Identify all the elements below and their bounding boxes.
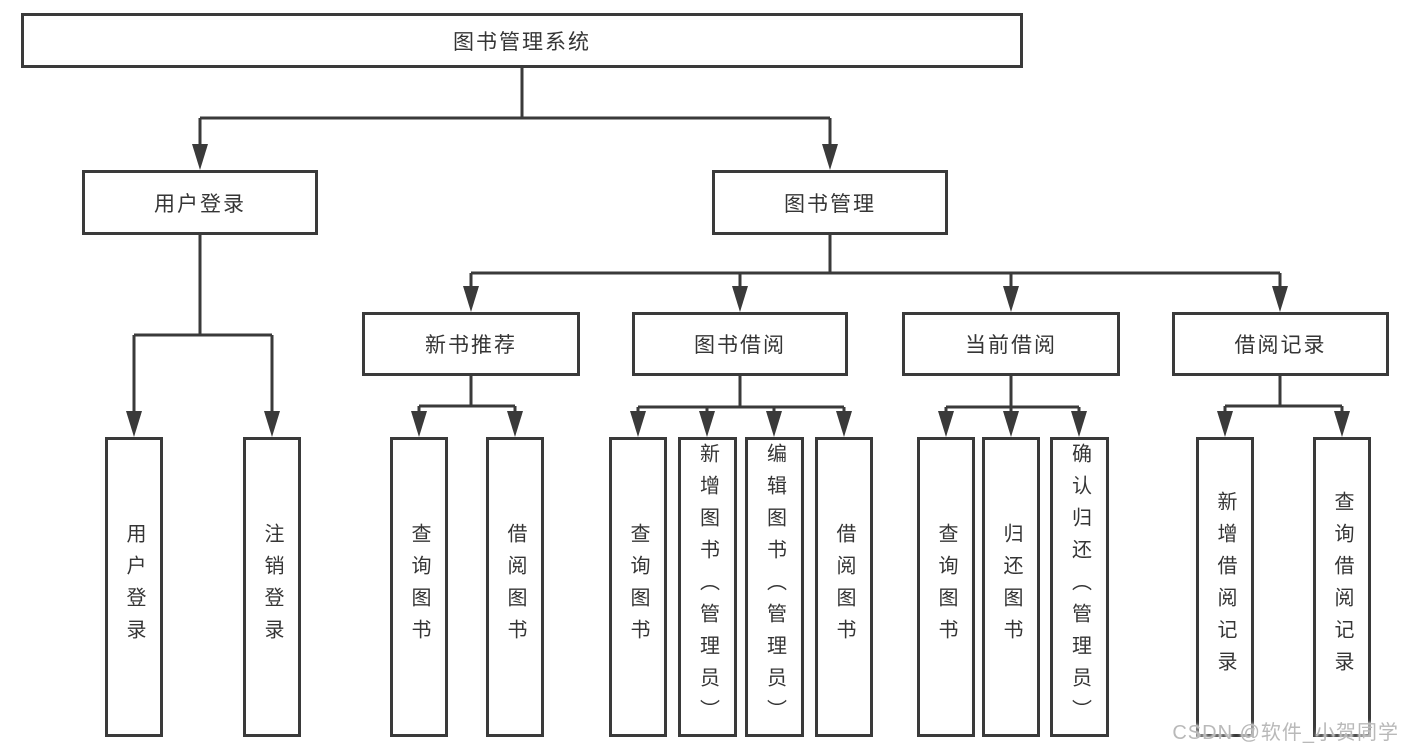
arrowhead-icon: [938, 411, 954, 437]
leaf-record-add: 新增借阅记录: [1196, 437, 1254, 737]
arrowhead-icon: [264, 411, 280, 437]
leaf-logout: 注销登录: [243, 437, 301, 737]
arrowhead-icon: [126, 411, 142, 437]
leaf-current-query-books: 查询图书: [917, 437, 975, 737]
arrowhead-icon: [1334, 411, 1350, 437]
node-book-borrow: 图书借阅: [632, 312, 848, 376]
arrowhead-icon: [463, 286, 479, 312]
leaf-newbook-borrow-books: 借阅图书: [486, 437, 544, 737]
leaf-label: 新增图书（管理员）: [696, 443, 719, 731]
node-book-mgmt: 图书管理: [712, 170, 948, 235]
leaf-borrow-borrow-books: 借阅图书: [815, 437, 873, 737]
leaf-label: 确认归还（管理员）: [1068, 443, 1091, 731]
connector-user-login-children: [126, 235, 280, 437]
connector-book-borrow-children: [630, 376, 852, 437]
connector-new-book-children: [411, 376, 523, 437]
arrowhead-icon: [1071, 411, 1087, 437]
leaf-borrow-query-books: 查询图书: [609, 437, 667, 737]
arrowhead-icon: [507, 411, 523, 437]
leaf-label: 归还图书: [1000, 523, 1022, 651]
arrowhead-icon: [630, 411, 646, 437]
leaf-current-return-books: 归还图书: [982, 437, 1040, 737]
arrowhead-icon: [1003, 411, 1019, 437]
leaf-label: 查询图书: [408, 523, 430, 651]
arrowhead-icon: [1217, 411, 1233, 437]
leaf-label: 查询借阅记录: [1331, 491, 1353, 683]
arrowhead-icon: [766, 411, 782, 437]
leaf-newbook-query-books: 查询图书: [390, 437, 448, 737]
leaf-record-query: 查询借阅记录: [1313, 437, 1371, 737]
leaf-user-login: 用户登录: [105, 437, 163, 737]
arrowhead-icon: [822, 144, 838, 170]
node-current-borrow: 当前借阅: [902, 312, 1120, 376]
leaf-label: 借阅图书: [833, 523, 855, 651]
arrowhead-icon: [1272, 286, 1288, 312]
connector-book-mgmt-children: [463, 235, 1288, 312]
leaf-label: 新增借阅记录: [1214, 491, 1236, 683]
arrowhead-icon: [699, 411, 715, 437]
leaf-label: 查询图书: [935, 523, 957, 651]
leaf-borrow-add-books-admin: 新增图书（管理员）: [678, 437, 737, 737]
leaf-label: 注销登录: [261, 523, 283, 651]
leaf-label: 用户登录: [123, 523, 145, 651]
arrowhead-icon: [836, 411, 852, 437]
watermark: CSDN @软件_小贺同学: [1172, 722, 1399, 744]
leaf-borrow-edit-books-admin: 编辑图书（管理员）: [745, 437, 804, 737]
leaf-label: 借阅图书: [504, 523, 526, 651]
arrowhead-icon: [732, 286, 748, 312]
leaf-current-confirm-return-admin: 确认归还（管理员）: [1050, 437, 1109, 737]
node-new-book-recommend: 新书推荐: [362, 312, 580, 376]
connector-current-borrow-children: [938, 376, 1087, 437]
node-root: 图书管理系统: [21, 13, 1023, 68]
connector-root-to-level1: [192, 68, 838, 170]
leaf-label: 编辑图书（管理员）: [763, 443, 786, 731]
node-borrow-record: 借阅记录: [1172, 312, 1389, 376]
leaf-label: 查询图书: [627, 523, 649, 651]
arrowhead-icon: [192, 144, 208, 170]
node-user-login: 用户登录: [82, 170, 318, 235]
arrowhead-icon: [1003, 286, 1019, 312]
arrowhead-icon: [411, 411, 427, 437]
connector-borrow-record-children: [1217, 376, 1350, 437]
